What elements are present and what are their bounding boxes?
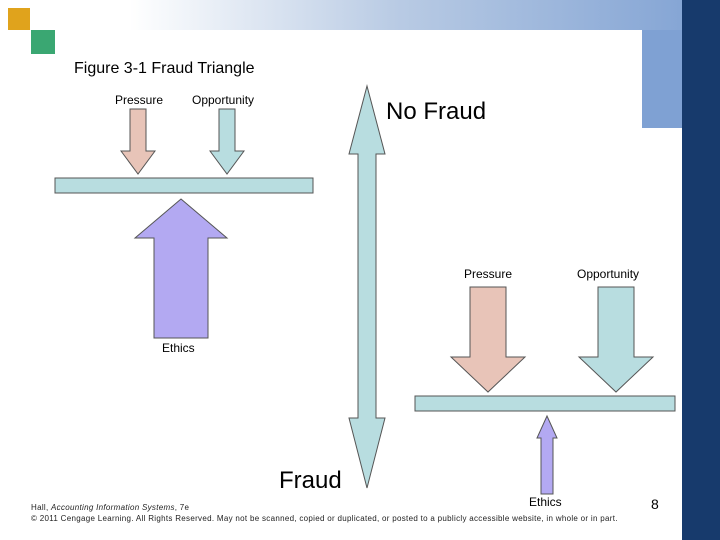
bottom-ethics-arrow [536, 414, 558, 495]
footer-citation-edition: , 7e [174, 503, 190, 512]
decor-square-orange [8, 8, 30, 30]
no-fraud-label: No Fraud [386, 98, 487, 125]
bottom-ethics-label: Ethics [529, 495, 562, 509]
top-opportunity-arrow [209, 108, 245, 175]
bottom-opportunity-arrow [577, 286, 655, 393]
bottom-pressure-arrow [449, 286, 527, 393]
page-number: 8 [651, 496, 659, 512]
top-pressure-label: Pressure [115, 93, 164, 107]
figure-title: Figure 3-1 Fraud Triangle [74, 60, 255, 77]
top-opportunity-label: Opportunity [192, 93, 255, 107]
decor-square-green [31, 30, 55, 54]
footer-citation-title: Accounting Information Systems [51, 503, 175, 512]
header-gradient-band [0, 0, 720, 30]
panel-corner-accent [642, 30, 682, 128]
footer-copyright: © 2011 Cengage Learning. All Rights Rese… [31, 514, 618, 523]
bottom-opportunity-label: Opportunity [577, 267, 640, 281]
top-beam [54, 177, 314, 194]
no-fraud-fraud-scale-arrow [348, 84, 386, 489]
bottom-pressure-label: Pressure [464, 267, 513, 281]
footer-citation-author: Hall, [31, 503, 52, 512]
bottom-beam [414, 395, 676, 412]
top-ethics-arrow [133, 198, 229, 339]
top-ethics-label: Ethics [162, 341, 195, 355]
footer-citation: Hall, Accounting Information Systems, 7e [31, 503, 189, 512]
fraud-label: Fraud [279, 467, 342, 494]
right-sidebar-bar [682, 0, 720, 540]
top-pressure-arrow [120, 108, 156, 175]
